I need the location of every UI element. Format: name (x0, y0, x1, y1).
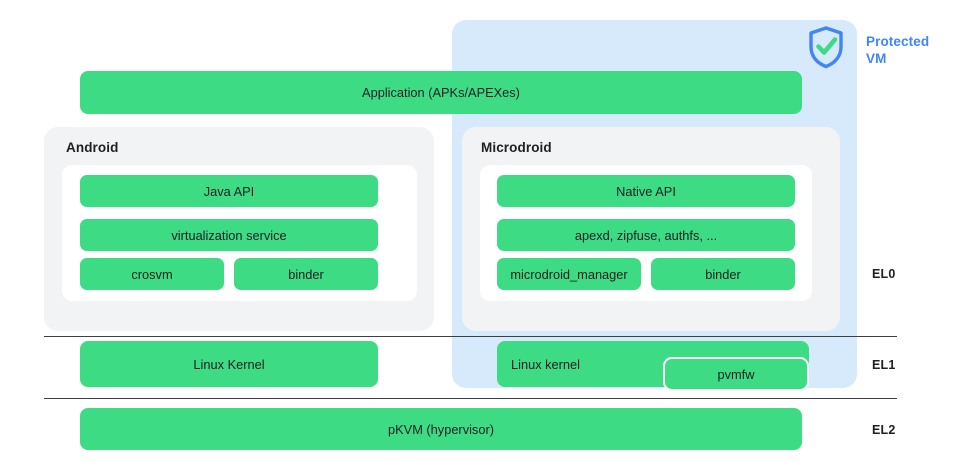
exception-level-label-el1: EL1 (872, 358, 896, 372)
microdroid-block-apexd-zipfuse-authfs: apexd, zipfuse, authfs, ... (497, 219, 795, 251)
exception-level-label-el2: EL2 (872, 423, 896, 437)
divider-el1-el2 (44, 398, 897, 399)
shield-check-icon (806, 25, 846, 69)
microdroid-block-microdroid-manager: microdroid_manager (497, 258, 641, 290)
android-group-title: Android (66, 140, 119, 155)
microdroid-block-native-api: Native API (497, 175, 795, 207)
android-block-java-api: Java API (80, 175, 378, 207)
exception-level-label-el0: EL0 (872, 267, 896, 281)
divider-el0-el1 (44, 336, 897, 337)
android-block-binder: binder (234, 258, 378, 290)
protected-vm-label: Protected VM (866, 34, 930, 66)
microdroid-group-title: Microdroid (481, 140, 552, 155)
application-block: Application (APKs/APEXes) (80, 71, 802, 114)
block-pkvm-hypervisor: pKVM (hypervisor) (80, 408, 802, 450)
microdroid-block-pvmfw: pvmfw (663, 357, 809, 391)
android-block-linux-kernel: Linux Kernel (80, 341, 378, 387)
microdroid-block-binder: binder (651, 258, 795, 290)
android-block-virtualization-service: virtualization service (80, 219, 378, 251)
android-block-crosvm: crosvm (80, 258, 224, 290)
